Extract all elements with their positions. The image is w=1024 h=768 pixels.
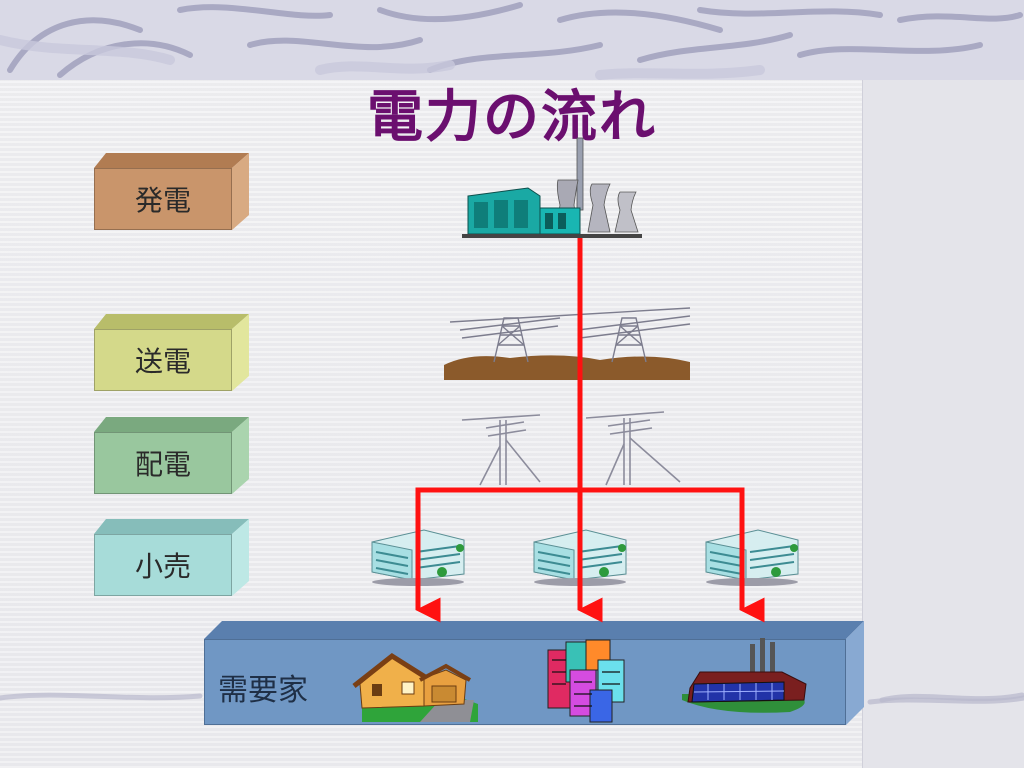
decorative-band-right <box>862 80 1024 768</box>
stage-label-distribution: 配電 <box>94 432 232 494</box>
stage-block-side <box>232 314 249 391</box>
decorative-swirl-band-top <box>0 0 1024 80</box>
stage-block-retail: 小売 <box>94 519 249 597</box>
flow-lines <box>415 238 765 623</box>
stage-block-distribution: 配電 <box>94 417 249 495</box>
demand-block-top <box>204 621 864 639</box>
stage-label-generation: 発電 <box>94 168 232 230</box>
stage-block-side <box>232 519 249 596</box>
stage-block-top <box>94 519 249 534</box>
utility-pole-icon <box>461 411 681 486</box>
stage-label-retail: 小売 <box>94 534 232 596</box>
stage-label-transmission: 送電 <box>94 329 232 391</box>
stage-block-top <box>94 417 249 432</box>
factory-icon <box>682 638 807 713</box>
house-icon <box>352 652 478 722</box>
stage-block-top <box>94 153 249 168</box>
page-title: 電力の流れ <box>367 85 657 150</box>
city-buildings-icon <box>547 639 625 723</box>
demand-block-side <box>846 621 864 725</box>
decorative-swirl-bottom <box>0 692 1024 705</box>
stage-block-side <box>232 153 249 230</box>
stage-block-side <box>232 417 249 494</box>
transmission-tower-icon <box>444 307 691 380</box>
stage-block-transmission: 送電 <box>94 314 249 392</box>
stage-block-top <box>94 314 249 329</box>
office-building-icon <box>371 529 799 586</box>
demand-label: 需要家 <box>218 673 308 708</box>
stage-block-generation: 発電 <box>94 153 249 231</box>
power-plant-icon <box>462 137 642 238</box>
